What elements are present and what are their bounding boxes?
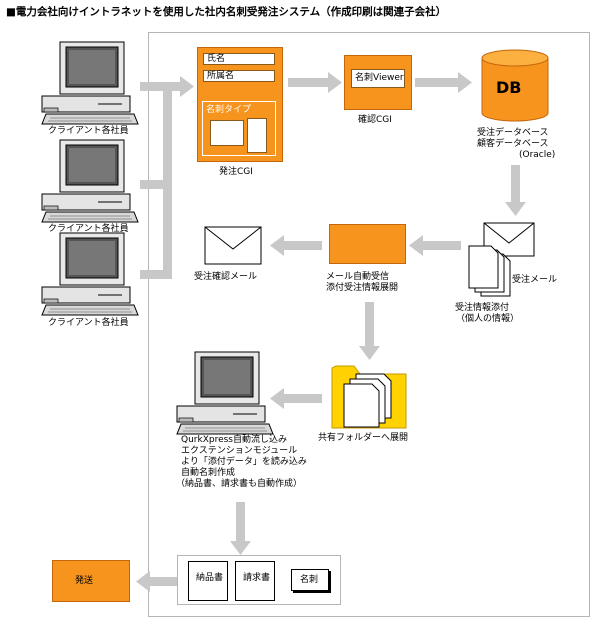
arrow-line	[365, 302, 374, 347]
auto-receive-label: メール自動受信	[326, 272, 390, 282]
quark-line-1: QurkXpress自動流し込み	[181, 435, 287, 445]
arrow-to-db	[458, 72, 472, 93]
arrow-line	[148, 577, 182, 586]
arrow-to-order-form	[180, 76, 194, 97]
db-label: DB	[496, 78, 522, 97]
arrow-line	[511, 165, 520, 203]
client-label: クライアント各社員	[48, 126, 129, 136]
invoice-icon: 請求書	[235, 561, 275, 601]
card-type-option	[210, 120, 244, 146]
output-documents-group: 納品書 請求書 名刺	[177, 555, 341, 605]
arrow-to-confirm	[328, 72, 342, 93]
quark-line-2: エクステンションモジュール	[181, 446, 298, 456]
arrow-to-shared-folder	[359, 346, 380, 360]
confirm-cgi: 名刺Viewer	[344, 55, 412, 110]
ship-box: 発送	[52, 560, 130, 602]
card-type-label: 名刺タイプ	[206, 105, 252, 115]
arrow-line	[163, 82, 172, 279]
attachment-docs-icon	[468, 245, 511, 297]
arrow-to-order-mail	[505, 202, 526, 216]
arrow-line	[288, 78, 330, 87]
confirm-mail-icon	[204, 226, 262, 265]
card-viewer: 名刺Viewer	[351, 69, 405, 88]
department-field: 所属名	[203, 70, 275, 82]
arrow-line	[168, 82, 182, 91]
confirm-cgi-caption: 確認CGI	[358, 115, 392, 125]
db-caption-orders: 受注データベース	[477, 128, 549, 138]
order-mail-label: 受注メール	[512, 275, 558, 285]
delivery-slip-icon: 納品書	[188, 561, 228, 601]
shared-folder-label: 共有フォルダーへ展開	[318, 433, 409, 443]
system-boundary	[148, 32, 590, 617]
confirm-mail-label: 受注確認メール	[194, 272, 258, 282]
db-caption-oracle: (Oracle)	[519, 150, 556, 160]
arrow-line	[415, 78, 460, 87]
arrow-to-documents	[230, 541, 251, 555]
auto-receive-box	[329, 224, 406, 264]
arrow-to-quark-client	[270, 388, 284, 409]
client-label: クライアント各社員	[48, 224, 129, 234]
arrow-to-auto-receive	[409, 235, 423, 256]
quark-line-4: 自動名刺作成	[181, 468, 236, 478]
arrow-line	[282, 241, 322, 250]
order-form-cgi: 氏名 所属名 名刺タイプ	[197, 47, 283, 162]
arrow-line	[140, 180, 168, 189]
arrow-line	[140, 270, 168, 279]
delivery-slip-label: 納品書	[196, 573, 224, 583]
quark-line-5: （納品書、請求書も自動作成）	[176, 479, 303, 489]
business-card-label: 名刺	[300, 575, 319, 585]
business-card-icon: 名刺	[291, 569, 329, 591]
name-field: 氏名	[203, 53, 275, 65]
card-type-option	[247, 118, 267, 153]
order-cgi-caption: 発注CGI	[219, 167, 253, 177]
attachment-label: 受注情報添付	[455, 303, 510, 313]
quark-line-3: より「添付データ」を読み込み	[181, 457, 307, 467]
arrow-to-ship	[136, 571, 150, 592]
invoice-label: 請求書	[243, 573, 271, 583]
attachment-sub-label: （個人の情報）	[456, 314, 520, 324]
ship-label: 発送	[75, 576, 94, 586]
arrow-to-confirm-mail	[270, 235, 284, 256]
client-label: クライアント各社員	[48, 318, 129, 328]
arrow-line	[236, 502, 245, 542]
page-title: ■電力会社向けイントラネットを使用した社内名刺受発注システム（作成印刷は関連子会…	[6, 6, 447, 18]
card-type-panel: 名刺タイプ	[202, 101, 276, 156]
db-caption-customers: 顧客データベース	[477, 139, 549, 149]
arrow-line	[421, 241, 461, 250]
auto-receive-sub-label: 添付受注情報展開	[326, 283, 399, 293]
arrow-line	[140, 82, 168, 91]
arrow-line	[282, 394, 322, 403]
